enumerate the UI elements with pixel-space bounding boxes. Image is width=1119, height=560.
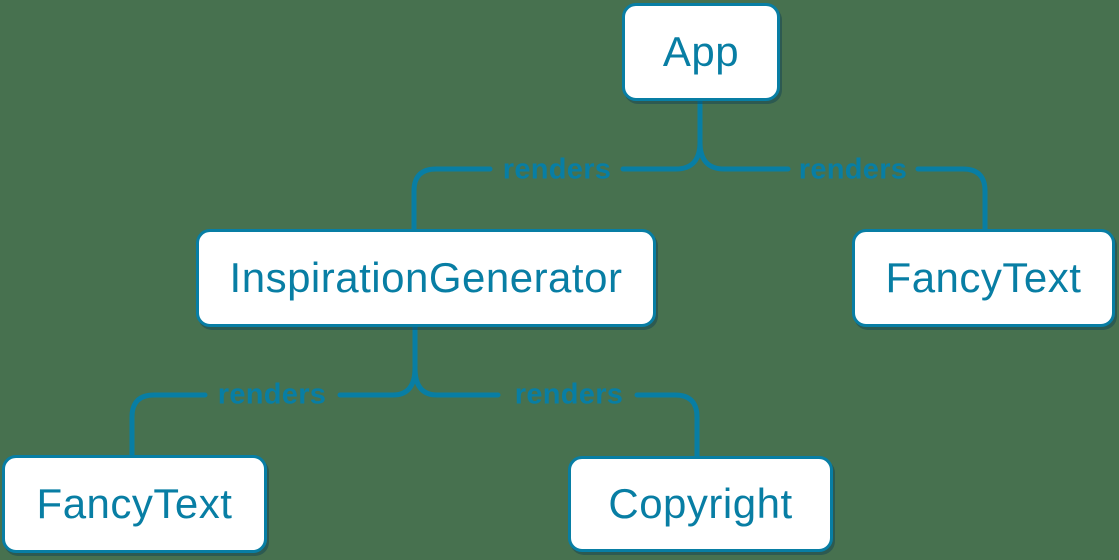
node-fancy-text-top: FancyText	[852, 229, 1115, 327]
edge-label-app-to-fancy-text: renders	[798, 153, 908, 186]
edge-label-inspiration-generator-to-copyright: renders	[514, 378, 624, 411]
edge-app-to-ig-drop	[411, 166, 493, 232]
node-inspiration-generator: InspirationGenerator	[196, 229, 656, 327]
edge-app-to-fancytext-drop	[915, 166, 988, 232]
edge-ig-to-fancytext-drop	[129, 392, 208, 458]
edge-app-to-ig-flare	[620, 139, 703, 172]
edge-app-to-fancytext-flare	[697, 139, 791, 172]
edge-label-inspiration-generator-to-fancy-text: renders	[217, 378, 327, 411]
node-copyright: Copyright	[568, 456, 833, 552]
edge-label-app-to-inspiration-generator: renders	[502, 153, 612, 186]
edge-ig-to-copyright-drop	[634, 392, 700, 459]
edge-ig-to-copyright-flare	[412, 365, 501, 398]
edge-ig-to-fancytext-flare	[337, 365, 418, 398]
node-app: App	[622, 3, 780, 101]
node-fancy-text-bottom: FancyText	[2, 455, 267, 553]
